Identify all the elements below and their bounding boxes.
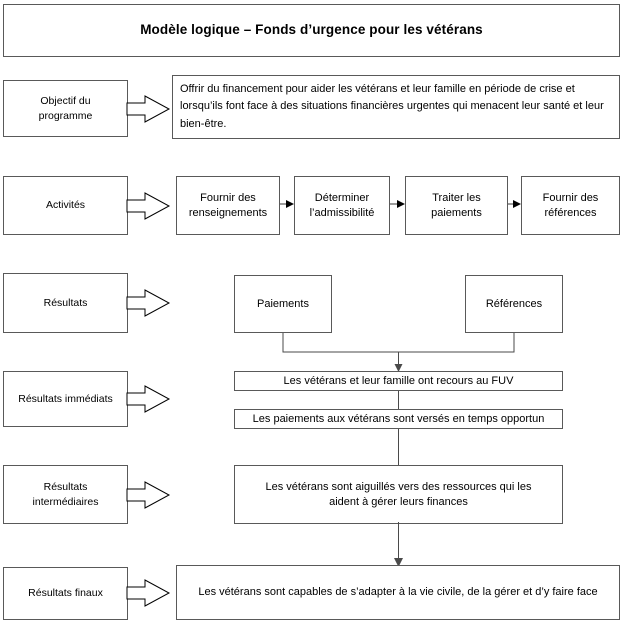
activity-box-1-line2: renseignements (188, 206, 268, 219)
stage-label-resultats-text: Résultats (43, 296, 88, 309)
activity-box-3-line2: paiements (431, 206, 482, 219)
stage-label-resultats-intermediaires-line1: Résultats (43, 481, 88, 494)
activity-box-3-line1: Traiter les (432, 191, 481, 204)
activity-box-2-line1: Déterminer (314, 191, 370, 204)
stage-label-resultats-finaux: Résultats finaux (3, 567, 128, 620)
immediate-outcome-box-2-text: Les paiements aux vétérans sont versés e… (252, 412, 545, 425)
activity-box-4-line2: références (544, 206, 597, 219)
block-arrow-activites (126, 192, 171, 220)
activity-connector-arrow-2 (390, 200, 405, 208)
activity-connector-arrow-3 (508, 200, 521, 208)
objective-text: Offrir du financement pour aider les vét… (180, 83, 604, 130)
intermediate-outcome-line2: aident à gérer leurs finances (329, 495, 468, 508)
stage-label-objectif-line2: programme (38, 109, 93, 122)
activity-connector-arrow-1 (280, 200, 294, 208)
intermediate-to-final-connector (394, 522, 403, 567)
stage-label-resultats-intermediaires: Résultats intermédiaires (3, 465, 128, 524)
intermediate-outcome-box: Les vétérans sont aiguillés vers des res… (234, 465, 563, 524)
diagram-title: Modèle logique – Fonds d’urgence pour le… (3, 4, 620, 57)
stage-label-activites-text: Activités (45, 199, 86, 212)
final-outcome-text: Les vétérans sont capables de s’adapter … (198, 586, 598, 599)
output-box-references-label: Références (485, 297, 543, 310)
objective-box: Offrir du financement pour aider les vét… (172, 75, 620, 139)
final-outcome-box: Les vétérans sont capables de s’adapter … (176, 565, 620, 620)
output-box-references: Références (465, 275, 563, 333)
stage-label-resultats-immediats: Résultats immédiats (3, 371, 128, 427)
activity-box-1: Fournir des renseignements (176, 176, 280, 235)
output-box-paiements: Paiements (234, 275, 332, 333)
immediate-outcome-box-2: Les paiements aux vétérans sont versés e… (234, 409, 563, 429)
block-arrow-resultats-finaux (126, 579, 171, 607)
block-arrow-resultats-intermediaires (126, 481, 171, 509)
activity-box-4-line1: Fournir des (542, 191, 599, 204)
activity-box-1-line1: Fournir des (200, 191, 256, 204)
activity-box-2-line2: l’admissibilité (309, 206, 375, 219)
diagram-title-text: Modèle logique – Fonds d’urgence pour le… (140, 22, 483, 38)
block-arrow-resultats-immediats (126, 385, 171, 413)
stage-label-resultats-finaux-text: Résultats finaux (28, 587, 103, 600)
block-arrow-resultats (126, 289, 171, 317)
outputs-merge-connector (282, 333, 515, 372)
immediate-outcome-box-1-text: Les vétérans et leur famille ont recours… (283, 374, 514, 387)
activity-box-3: Traiter les paiements (405, 176, 508, 235)
intermediate-outcome-line1: Les vétérans sont aiguillés vers des res… (265, 480, 532, 493)
stage-label-objectif-line1: Objectif du (40, 95, 91, 108)
stage-label-resultats-immediats-text: Résultats immédiats (18, 392, 113, 405)
activity-box-4: Fournir des références (521, 176, 620, 235)
stage-label-resultats-intermediaires-line2: intermédiaires (32, 495, 99, 508)
immediate-outcome-box-1: Les vétérans et leur famille ont recours… (234, 371, 563, 391)
activity-box-2: Déterminer l’admissibilité (294, 176, 390, 235)
stage-label-activites: Activités (3, 176, 128, 235)
output-box-paiements-label: Paiements (257, 297, 309, 310)
block-arrow-objectif (126, 95, 171, 123)
stage-label-resultats: Résultats (3, 273, 128, 333)
stage-label-objectif: Objectif du programme (3, 80, 128, 137)
